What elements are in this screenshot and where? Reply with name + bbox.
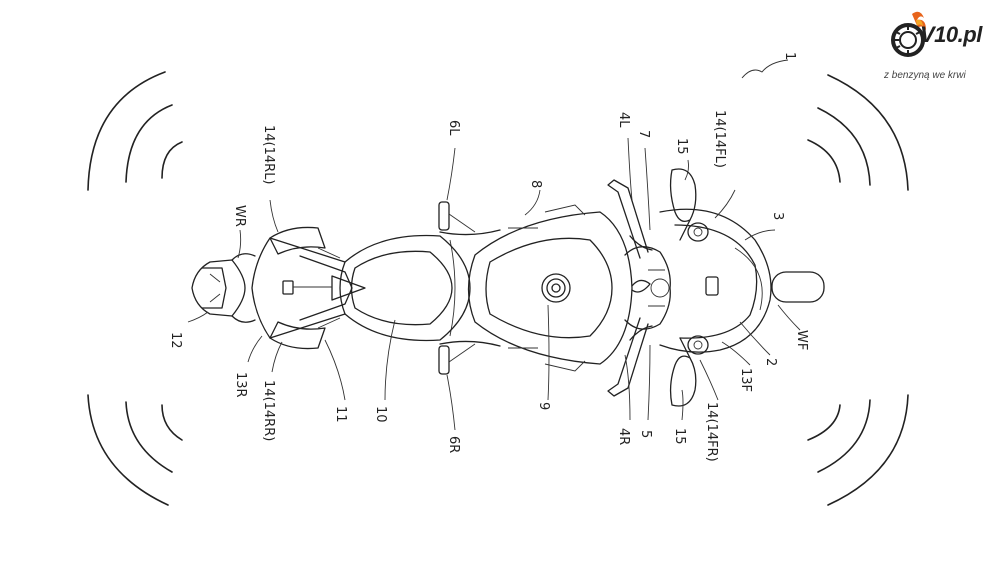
label-6l: 6L [446, 120, 461, 136]
handlebar-left [607, 179, 653, 259]
leader-lines [187, 59, 801, 431]
label-8: 8 [528, 180, 543, 188]
rear-sensor-right [269, 321, 326, 350]
label-14fr: 14(14FR) [704, 402, 719, 462]
fuel-tank [467, 204, 633, 372]
label-5: 5 [638, 430, 653, 438]
label-7: 7 [636, 130, 651, 138]
mirror-right [669, 337, 697, 407]
label-12: 12 [168, 332, 183, 349]
logo-tagline: z benzyną we krwi [884, 70, 966, 81]
label-2: 2 [763, 358, 778, 366]
rear-sensor-left [269, 226, 326, 255]
radar-waves-rear-left [87, 71, 183, 191]
logo-name: V10.pl [920, 22, 982, 47]
label-10: 10 [373, 406, 388, 423]
site-logo[interactable]: V10.pl z benzyną we krwi [884, 8, 985, 88]
tail-section [251, 237, 366, 339]
radar-waves-front-right [807, 394, 909, 506]
front-fairing [659, 208, 772, 353]
label-3: 3 [770, 212, 785, 220]
footpeg-left [438, 201, 476, 233]
label-11: 11 [333, 406, 348, 423]
label-9: 9 [536, 402, 551, 410]
frame [439, 229, 501, 347]
label-15-top: 15 [674, 138, 689, 155]
part-labels: 1 14(14FL) 15 7 4L 8 6L 14(14RL) WR 12 1… [168, 52, 809, 462]
label-4r: 4R [616, 428, 631, 445]
label-wr: WR [232, 205, 247, 227]
front-wheel [771, 271, 825, 303]
front-sensor-left [687, 222, 709, 242]
label-1: 1 [782, 52, 797, 60]
footpeg-right [438, 343, 476, 375]
radar-waves-rear-right [87, 394, 183, 506]
label-13r: 13R [233, 372, 248, 398]
label-6r: 6R [446, 436, 461, 453]
label-14rl: 14(14RL) [261, 125, 276, 185]
cockpit [624, 246, 671, 330]
label-15-bottom: 15 [672, 428, 687, 445]
mirror-left [669, 168, 697, 241]
front-sensor-right [687, 335, 709, 355]
label-4l: 4L [616, 112, 631, 128]
label-14rr: 14(14RR) [261, 380, 276, 441]
label-wf: WF [794, 330, 809, 350]
label-14fl: 14(14FL) [712, 110, 727, 168]
tire-flame-icon [891, 11, 926, 57]
rear-wheel [191, 253, 256, 323]
handlebar-right [607, 317, 653, 397]
radar-waves-front-left [807, 74, 909, 191]
label-13f: 13F [738, 368, 753, 392]
